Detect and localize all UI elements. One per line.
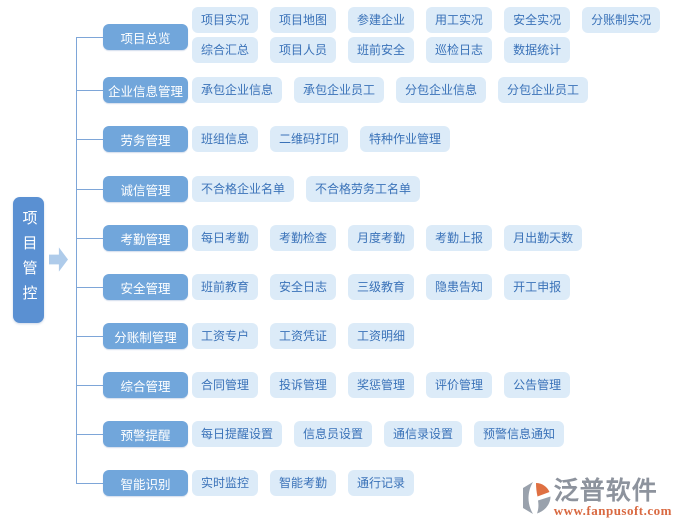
logo: 泛普软件 www.fanpusoft.com <box>518 478 672 517</box>
leaf-node: 投诉管理 <box>270 372 337 398</box>
tree-trunk-line <box>76 37 77 483</box>
logo-text-block: 泛普软件 www.fanpusoft.com <box>554 478 672 517</box>
logo-brand-name: 泛普软件 <box>553 477 658 505</box>
leaf-row: 班前教育安全日志三级教育隐患告知开工申报 <box>192 274 571 300</box>
leaf-node: 月度考勤 <box>348 225 415 251</box>
leaf-node: 班组信息 <box>192 126 259 152</box>
leaf-node: 考勤检查 <box>270 225 337 251</box>
leaf-node: 智能考勤 <box>270 470 337 496</box>
leaf-node: 数据统计 <box>504 37 571 63</box>
leaf-node: 三级教育 <box>348 274 415 300</box>
leaf-node: 通行记录 <box>348 470 415 496</box>
leaf-row: 综合汇总项目人员班前安全巡检日志数据统计 <box>192 37 571 63</box>
branch-connector-line <box>76 90 103 91</box>
leaf-node: 班前教育 <box>192 274 259 300</box>
branch-connector-line <box>76 189 103 190</box>
leaf-node: 项目人员 <box>270 37 337 63</box>
leaf-node: 项目实况 <box>192 7 259 33</box>
root-node: 项目管控 <box>13 197 44 323</box>
flow-arrow-icon <box>49 247 68 272</box>
branch-connector-line <box>76 434 103 435</box>
leaf-node: 安全日志 <box>270 274 337 300</box>
leaf-node: 隐患告知 <box>426 274 493 300</box>
leaf-node: 分包企业员工 <box>498 77 589 103</box>
leaf-node: 项目地图 <box>270 7 337 33</box>
leaf-node: 参建企业 <box>348 7 415 33</box>
branch-node: 安全管理 <box>103 274 188 300</box>
leaf-row: 合同管理投诉管理奖惩管理评价管理公告管理 <box>192 372 571 398</box>
branch-node: 预警提醒 <box>103 421 188 447</box>
leaf-row: 承包企业信息承包企业员工分包企业信息分包企业员工 <box>192 77 589 103</box>
leaf-node: 合同管理 <box>192 372 259 398</box>
leaf-row: 每日提醒设置信息员设置通信录设置预警信息通知 <box>192 421 565 447</box>
leaf-node: 二维码打印 <box>270 126 349 152</box>
branch-node: 考勤管理 <box>103 225 188 251</box>
branch-connector-line <box>76 336 103 337</box>
leaf-node: 工资明细 <box>348 323 415 349</box>
branch-node: 分账制管理 <box>103 323 188 349</box>
branch-connector-line <box>76 37 103 38</box>
branch-connector-line <box>76 483 103 484</box>
leaf-node: 考勤上报 <box>426 225 493 251</box>
leaf-node: 通信录设置 <box>384 421 463 447</box>
logo-url: www.fanpusoft.com <box>553 503 672 518</box>
leaf-node: 巡检日志 <box>426 37 493 63</box>
branch-node: 智能识别 <box>103 470 188 496</box>
leaf-node: 月出勤天数 <box>504 225 583 251</box>
branch-connector-line <box>76 238 103 239</box>
branch-node: 企业信息管理 <box>103 77 188 103</box>
leaf-node: 实时监控 <box>192 470 259 496</box>
leaf-node: 奖惩管理 <box>348 372 415 398</box>
branch-connector-line <box>76 139 103 140</box>
leaf-node: 承包企业员工 <box>294 77 385 103</box>
leaf-node: 每日考勤 <box>192 225 259 251</box>
leaf-row: 每日考勤考勤检查月度考勤考勤上报月出勤天数 <box>192 225 583 251</box>
leaf-node: 工资专户 <box>192 323 259 349</box>
leaf-row: 班组信息二维码打印特种作业管理 <box>192 126 451 152</box>
leaf-node: 安全实况 <box>504 7 571 33</box>
leaf-node: 预警信息通知 <box>474 421 565 447</box>
branch-node: 项目总览 <box>103 24 188 50</box>
leaf-node: 分包企业信息 <box>396 77 487 103</box>
leaf-node: 公告管理 <box>504 372 571 398</box>
leaf-node: 承包企业信息 <box>192 77 283 103</box>
leaf-node: 每日提醒设置 <box>192 421 283 447</box>
leaf-node: 特种作业管理 <box>360 126 451 152</box>
leaf-row: 项目实况项目地图参建企业用工实况安全实况分账制实况 <box>192 7 661 33</box>
leaf-node: 开工申报 <box>504 274 571 300</box>
branch-connector-line <box>76 385 103 386</box>
leaf-row: 实时监控智能考勤通行记录 <box>192 470 415 496</box>
leaf-node: 分账制实况 <box>582 7 661 33</box>
branch-node: 诚信管理 <box>103 176 188 202</box>
leaf-node: 班前安全 <box>348 37 415 63</box>
branch-node: 综合管理 <box>103 372 188 398</box>
leaf-node: 评价管理 <box>426 372 493 398</box>
branch-connector-line <box>76 287 103 288</box>
leaf-node: 信息员设置 <box>294 421 373 447</box>
leaf-row: 工资专户工资凭证工资明细 <box>192 323 415 349</box>
leaf-node: 不合格劳务工名单 <box>306 176 421 202</box>
leaf-node: 工资凭证 <box>270 323 337 349</box>
leaf-node: 综合汇总 <box>192 37 259 63</box>
branch-node: 劳务管理 <box>103 126 188 152</box>
leaf-node: 用工实况 <box>426 7 493 33</box>
leaf-row: 不合格企业名单不合格劳务工名单 <box>192 176 421 202</box>
leaf-node: 不合格企业名单 <box>192 176 295 202</box>
logo-mark-icon <box>522 481 551 514</box>
